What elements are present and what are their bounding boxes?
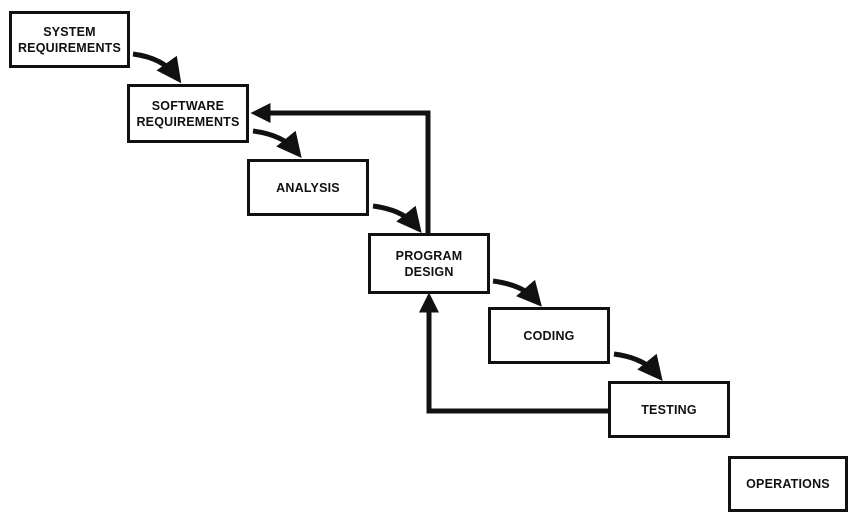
flow-arrow-coding-to-testing [613, 351, 663, 381]
feedback-arrow-testing-to-design [419, 292, 608, 414]
flow-arrow-analysis-to-design [372, 203, 422, 233]
stage-system-requirements: SYSTEM REQUIREMENTS [9, 11, 130, 68]
stage-analysis: ANALYSIS [247, 159, 369, 216]
flow-arrow-design-to-coding [492, 278, 542, 307]
stage-coding: CODING [488, 307, 610, 364]
stage-program-design: PROGRAM DESIGN [368, 233, 490, 294]
feedback-arrow-design-to-software [250, 103, 431, 233]
stage-testing: TESTING [608, 381, 730, 438]
flow-arrow-system-to-software [132, 51, 182, 84]
flow-arrow-software-to-analysis [252, 128, 302, 158]
stage-software-requirements: SOFTWARE REQUIREMENTS [127, 84, 249, 143]
stage-operations: OPERATIONS [728, 456, 848, 512]
